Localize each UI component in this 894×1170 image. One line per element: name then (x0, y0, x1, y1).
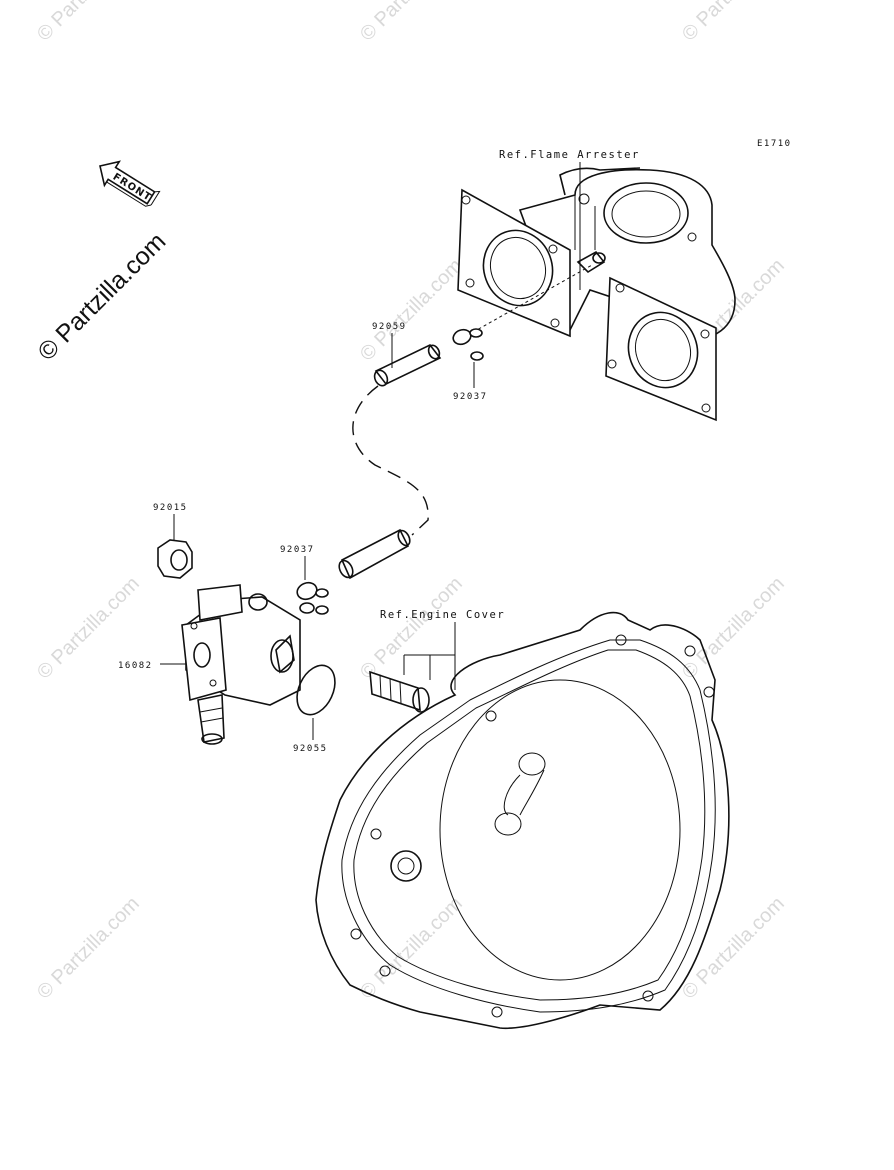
studs (369, 670, 430, 713)
part-label-92037-upper: 92037 (453, 392, 488, 402)
pump-body (181, 584, 301, 745)
hose-lower (338, 528, 411, 580)
clamp-upper (452, 328, 484, 361)
watermark-tile: © Partzilla.com (356, 255, 467, 366)
watermark-tile: © Partzilla.com (33, 0, 144, 46)
part-label-92055: 92055 (293, 744, 328, 754)
watermark-tile: © Partzilla.com (678, 573, 789, 684)
part-label-92015: 92015 (153, 503, 188, 513)
watermark-tile: © Partzilla.com (678, 0, 789, 46)
ref-flame-arrester-label: Ref.Flame Arrester (499, 149, 640, 161)
watermark-tile: © Partzilla.com (678, 893, 789, 1004)
watermark-tile: © Partzilla.com (356, 573, 467, 684)
nut (157, 539, 193, 579)
hose-upper (373, 343, 442, 387)
front-arrow-icon: FRONT (99, 160, 161, 207)
flame-arrester-assembly (457, 167, 736, 422)
watermark-tile: © Partzilla.com (33, 893, 144, 1004)
watermark-tile: © Partzilla.com (356, 0, 467, 46)
hose-path (352, 385, 429, 536)
brand-watermark: © Partzilla.com (32, 227, 171, 366)
clamp-lower (296, 581, 329, 615)
part-label-16082: 16082 (118, 661, 153, 671)
ref-engine-cover-label: Ref.Engine Cover (380, 609, 505, 621)
part-label-92059: 92059 (372, 322, 407, 332)
diagram-code: E1710 (757, 139, 792, 149)
engine-cover (315, 611, 730, 1030)
o-ring (296, 664, 336, 716)
part-label-92037-lower: 92037 (280, 545, 315, 555)
